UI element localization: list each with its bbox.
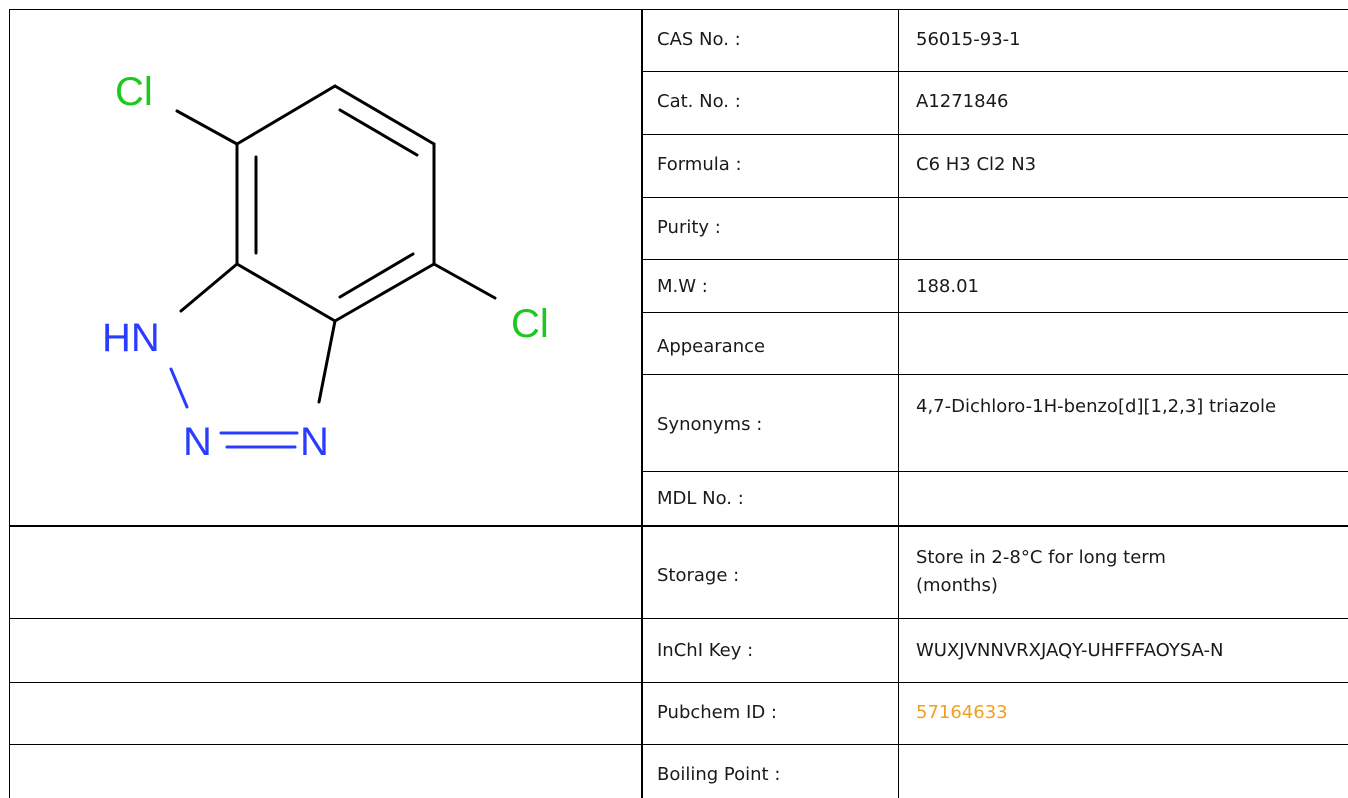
atom-cl-right: Cl [511, 302, 549, 346]
row-divider [642, 471, 1348, 472]
row-divider [642, 374, 1348, 375]
label-synonyms: Synonyms : [657, 414, 763, 435]
value-inchi-key: WUXJVNNVRXJAQY-UHFFFAOYSA-N [916, 640, 1224, 661]
atom-hn: HN [102, 316, 160, 360]
label-formula: Formula : [657, 154, 742, 175]
row-divider [642, 197, 1348, 198]
pubchem-id-link[interactable]: 57164633 [916, 702, 1008, 723]
row-divider [642, 259, 1348, 260]
value-cas-no: 56015-93-1 [916, 29, 1021, 50]
label-cat-no: Cat. No. : [657, 91, 741, 112]
triazole-bonds [169, 367, 299, 449]
table-top-border [9, 9, 1348, 10]
row-divider [642, 312, 1348, 313]
label-boiling-point: Boiling Point : [657, 764, 781, 785]
product-info-table: CAS No. : Cat. No. : Formula : Purity : … [9, 9, 1348, 798]
column-divider-structure [641, 9, 643, 798]
row-divider-full [9, 744, 1348, 745]
atom-n-left: N [183, 420, 212, 464]
atom-labels: Cl Cl HN N N [102, 70, 549, 464]
chemical-structure-image: Cl Cl HN N N [102, 70, 549, 464]
label-storage: Storage : [657, 565, 740, 586]
row-divider-full [9, 525, 1348, 527]
row-divider-full [9, 618, 1348, 619]
label-purity: Purity : [657, 217, 721, 238]
label-appearance: Appearance [657, 336, 766, 357]
row-divider [642, 134, 1348, 135]
table-left-border [9, 9, 10, 798]
bond-lines [175, 84, 497, 404]
atom-n-right: N [300, 420, 329, 464]
value-cat-no: A1271846 [916, 91, 1009, 112]
value-storage: Store in 2-8°C for long term (months) [916, 547, 1166, 596]
value-synonyms: 4,7-Dichloro-1H-benzo[d][1,2,3] triazole [916, 396, 1277, 417]
label-pubchem-id: Pubchem ID : [657, 702, 777, 723]
label-mdl-no: MDL No. : [657, 488, 744, 509]
row-divider [642, 71, 1348, 72]
label-mw: M.W : [657, 276, 708, 297]
label-inchi-key: InChI Key : [657, 640, 754, 661]
value-mw: 188.01 [916, 276, 979, 297]
atom-cl-top: Cl [115, 70, 153, 114]
label-cas-no: CAS No. : [657, 29, 741, 50]
value-formula: C6 H3 Cl2 N3 [916, 154, 1037, 175]
column-divider-label [898, 9, 899, 798]
row-divider-full [9, 682, 1348, 683]
